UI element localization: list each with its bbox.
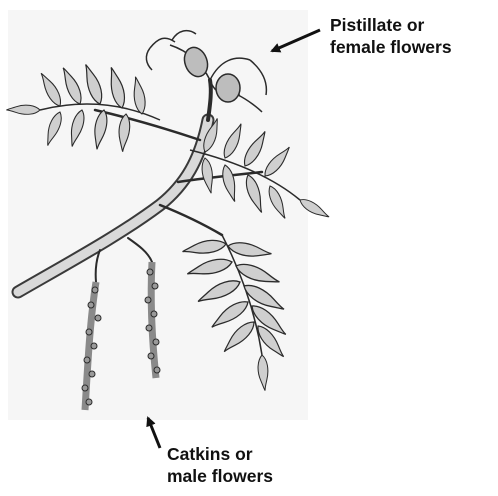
label-male-flowers: Catkins or male flowers [167, 443, 273, 487]
arrow-to-catkins [148, 418, 160, 448]
label-male-flowers-line1: Catkins or [167, 443, 273, 465]
label-female-flowers-line1: Pistillate or [330, 14, 452, 36]
label-female-flowers-line2: female flowers [330, 36, 452, 58]
label-female-flowers: Pistillate or female flowers [330, 14, 452, 58]
label-male-flowers-line2: male flowers [167, 465, 273, 487]
